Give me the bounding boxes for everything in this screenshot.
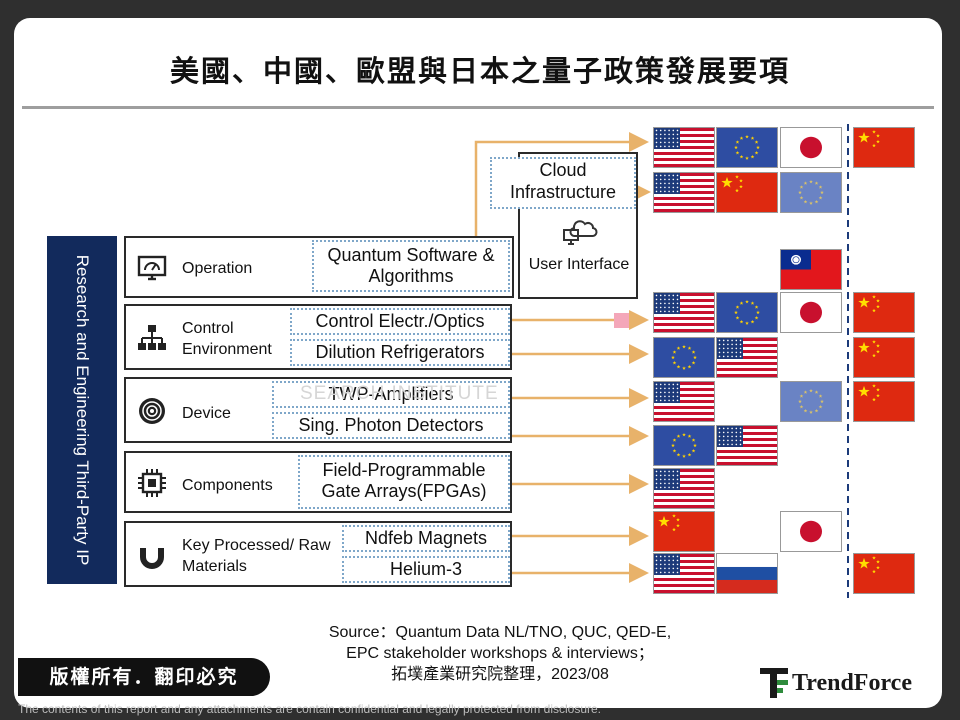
watermark-text: SEARCH INSTITUTE (300, 383, 499, 404)
layer-label-control-environment: Control Environment (182, 320, 272, 358)
sub-helium-3: Helium-3 (342, 556, 510, 583)
sub-ndfeb-magnets: Ndfeb Magnets (342, 525, 510, 552)
us-flag-icon (653, 172, 715, 213)
trendforce-logo: TrendForce (760, 664, 946, 700)
japan-flag-icon (780, 292, 842, 333)
us-flag-icon (653, 553, 715, 594)
us-flag-icon (716, 425, 778, 466)
china-flag-icon (653, 511, 715, 552)
sub-control-electr-optics: Control Electr./Optics (290, 308, 510, 335)
sub-photon-detectors: Sing. Photon Detectors (272, 412, 510, 439)
us-flag-icon (716, 337, 778, 378)
confidentiality-footer: The contents of this report and any atta… (18, 702, 601, 716)
china-flag-icon (853, 337, 915, 378)
trendforce-logo-icon (760, 668, 788, 698)
sub-quantum-software: Quantum Software & Algorithms (312, 240, 510, 292)
copyright-banner: 版權所有．翻印必究 (18, 658, 270, 696)
monitor-gauge-icon (137, 255, 167, 281)
us-flag-icon (653, 468, 715, 509)
side-bar-label: Research and Engineering Third-Party IP (73, 254, 92, 566)
source-note: Source：Quantum Data NL/TNO, QUC, QED-E, … (240, 622, 760, 685)
disc-icon (139, 398, 165, 424)
china-flag-icon (853, 127, 915, 168)
eu-flag-icon (780, 381, 842, 422)
china-flag-icon (716, 172, 778, 213)
pink-marker (614, 313, 629, 328)
cloud-infrastructure-label: Cloud Infrastructure (490, 157, 636, 209)
us-flag-icon (653, 127, 715, 168)
china-flag-icon (853, 381, 915, 422)
eu-flag-icon (780, 172, 842, 213)
layer-label-operation: Operation (182, 260, 253, 277)
page-title: 美國、中國、歐盟與日本之量子政策發展要項 (169, 54, 790, 88)
source-line-2: EPC stakeholder workshops & interviews； (346, 645, 654, 662)
side-bar (47, 236, 117, 584)
eu-flag-icon (653, 425, 715, 466)
eu-flag-icon (653, 337, 715, 378)
magnet-icon (140, 548, 164, 569)
taiwan-flag-icon (780, 249, 842, 290)
japan-flag-icon (780, 511, 842, 552)
org-chart-icon (138, 325, 166, 350)
arrow-cloud-top (474, 132, 649, 236)
layer-label-device: Device (182, 405, 231, 422)
user-interface-label: User Interface (528, 256, 630, 273)
sub-twp-amplifiers: TWP-Amplifiers (272, 381, 510, 408)
eu-flag-icon (716, 292, 778, 333)
us-flag-icon (653, 381, 715, 422)
japan-flag-icon (780, 127, 842, 168)
layer-label-components: Components (182, 477, 273, 494)
sub-dilution-refrigerators: Dilution Refrigerators (290, 339, 510, 366)
russia-flag-icon (716, 553, 778, 594)
us-flag-icon (653, 292, 715, 333)
chip-icon (138, 469, 166, 497)
eu-flag-icon (716, 127, 778, 168)
china-flag-icon (853, 553, 915, 594)
logo-text: TrendForce (792, 670, 912, 696)
cloud-user-icon (563, 220, 598, 245)
source-line-1: Source：Quantum Data NL/TNO, QUC, QED-E, (328, 624, 672, 641)
source-line-3: 拓墣產業研究院整理，2023/08 (391, 666, 609, 683)
title-divider (22, 106, 934, 109)
sub-fpga: Field-Programmable Gate Arrays(FPGAs) (298, 455, 510, 509)
china-flag-icon (853, 292, 915, 333)
layer-label-raw-materials: Key Processed/ Raw Materials (182, 537, 331, 575)
